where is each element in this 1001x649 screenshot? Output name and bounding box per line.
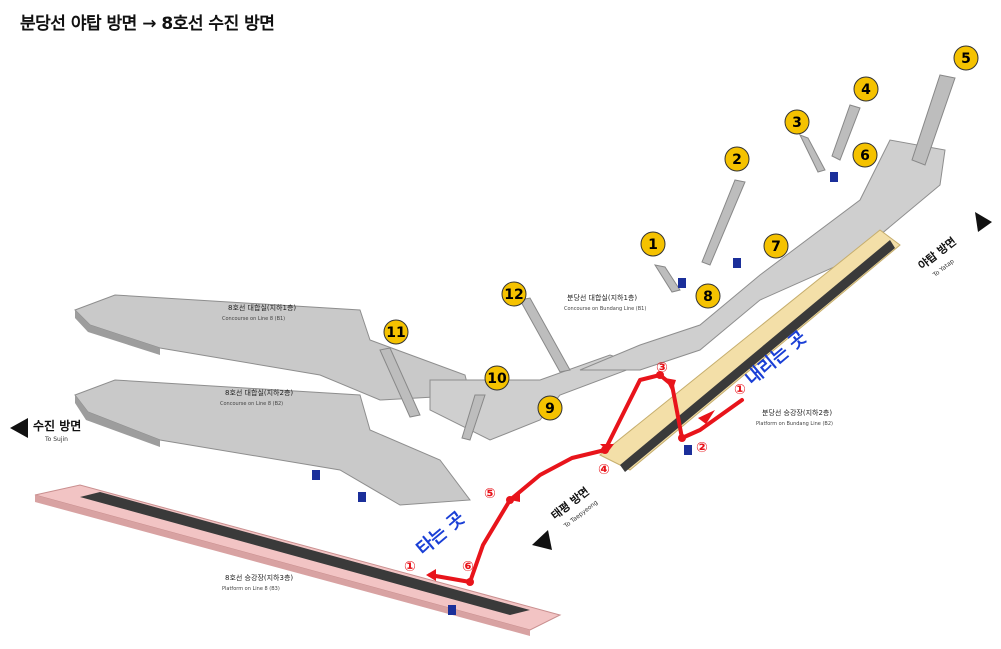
accessibility-icon [678,278,686,288]
accessibility-icon [830,172,838,182]
svg-text:1: 1 [648,237,658,253]
label-concourse-line8-b2: 8호선 대합실(지하2층) [225,388,293,397]
label-concourse-line8-b1-en: Concourse on Line 8 (B1) [222,316,285,322]
svg-text:5: 5 [961,51,971,67]
svg-text:11: 11 [386,325,405,341]
page-title: 분당선 야탑 방면 → 8호선 수진 방면 [20,14,275,34]
label-platform-bundang: 분당선 승강장(지하2층) [762,408,832,417]
accessibility-icon [358,492,366,502]
svg-text:7: 7 [771,239,781,255]
exit-badge-4: 4 [853,76,879,102]
svg-text:3: 3 [792,115,802,131]
arrow-left-icon [532,530,552,550]
label-concourse-line8-b2-en: Concourse on Line 8 (B2) [220,401,283,407]
line8-platform [34,484,562,636]
concourse-line8-b2-slab [74,379,471,506]
label-platform-line8: 8호선 승강장(지하3층) [225,573,293,582]
exit-badge-8: 8 [695,283,721,309]
svg-text:10: 10 [487,371,507,387]
direction-sujin: 수진 방면 To Sujin [10,418,81,443]
direction-taepyeong: 태평 방면 To Taepyeong [532,484,599,550]
arrow-right-icon [975,212,992,232]
exit-badge-11: 11 [383,319,409,345]
exit-badge-9: 9 [537,395,563,421]
svg-text:4: 4 [861,82,871,98]
svg-text:9: 9 [545,401,555,417]
direction-yatap: 야탑 방면 To Yatap [915,212,992,279]
arrow-icon [698,410,715,424]
exit-badge-7: 7 [763,233,789,259]
route-step-6: ⑥ [462,559,474,575]
label-concourse-bundang: 분당선 대합실(지하1층) [567,293,637,302]
exit-badges: 1 2 3 4 5 6 7 8 9 10 11 12 [383,45,979,421]
exit-badge-1: 1 [640,231,666,257]
exit-stairways [379,74,956,441]
label-platform-line8-en: Platform on Line 8 (B3) [222,586,280,592]
callout-board: 타는 곳 [413,508,469,560]
label-concourse-line8-b1: 8호선 대합실(지하1층) [228,303,296,312]
svg-text:2: 2 [732,152,742,168]
accessibility-icon [312,470,320,480]
arrow-icon [665,378,676,392]
transfer-route [428,373,744,584]
accessibility-icon [684,445,692,455]
exit-badge-12: 12 [501,281,527,307]
svg-text:태평 방면: 태평 방면 [548,484,592,522]
label-platform-bundang-en: Platform on Bundang Line (B2) [756,421,833,427]
svg-text:8: 8 [703,289,713,305]
label-concourse-bundang-en: Concourse on Bundang Line (B1) [564,306,646,312]
svg-text:6: 6 [860,148,870,164]
exit-badge-6: 6 [852,142,878,168]
route-nodes [466,371,686,586]
accessibility-icon [448,605,456,615]
exit-badge-5: 5 [953,45,979,71]
route-step-7: ① [404,559,416,575]
route-step-3: ③ [656,360,668,376]
route-step-4: ④ [598,462,610,478]
arrow-left-icon [10,418,28,438]
route-step-5: ⑤ [484,486,496,502]
svg-text:야탑 방면: 야탑 방면 [915,234,959,272]
svg-text:12: 12 [504,287,523,303]
arrow-icon [426,569,436,581]
concourse-bundang-b1-slab [579,139,946,371]
exit-badge-3: 3 [784,109,810,135]
exit-badge-10: 10 [484,365,510,391]
accessibility-icon [733,258,741,268]
route-step-2: ② [696,440,708,456]
route-step-1: ① [734,382,746,398]
svg-text:To Sujin: To Sujin [44,436,68,443]
svg-text:수진 방면: 수진 방면 [33,418,81,433]
exit-badge-2: 2 [724,146,750,172]
facility-icons [312,172,838,615]
